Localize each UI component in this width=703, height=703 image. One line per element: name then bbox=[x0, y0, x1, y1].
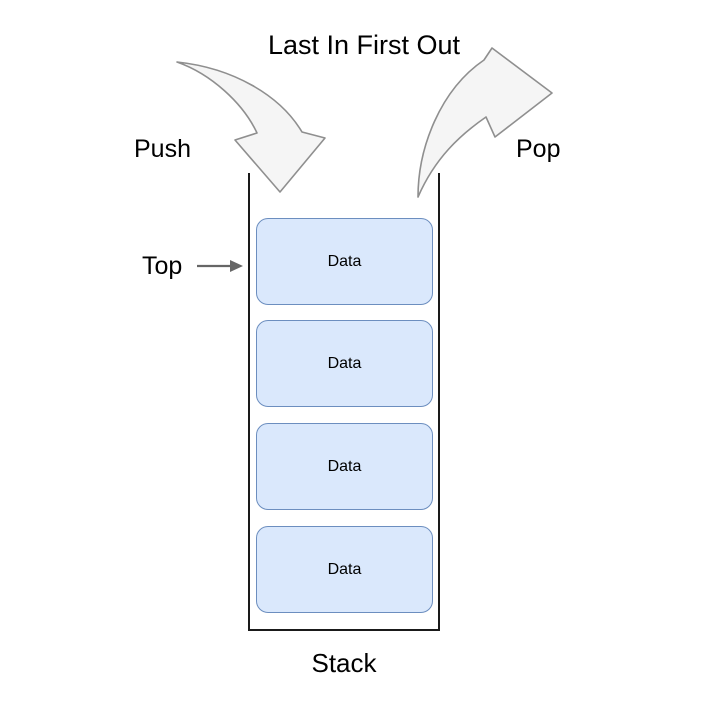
stack-item: Data bbox=[256, 320, 433, 407]
diagram-title: Last In First Out bbox=[267, 30, 461, 60]
push-curved-arrow-icon bbox=[176, 61, 326, 193]
pop-label: Pop bbox=[516, 135, 561, 163]
pop-curved-arrow-icon bbox=[417, 47, 553, 198]
push-label: Push bbox=[134, 135, 191, 163]
stack-item: Data bbox=[256, 423, 433, 510]
top-label: Top bbox=[142, 252, 183, 280]
stack-item-top: Data bbox=[256, 218, 433, 305]
stack-caption: Stack bbox=[311, 648, 377, 678]
stack-item-bottom: Data bbox=[256, 526, 433, 613]
top-pointer-arrowhead-icon bbox=[230, 260, 243, 272]
stack-container-outline bbox=[248, 173, 440, 631]
